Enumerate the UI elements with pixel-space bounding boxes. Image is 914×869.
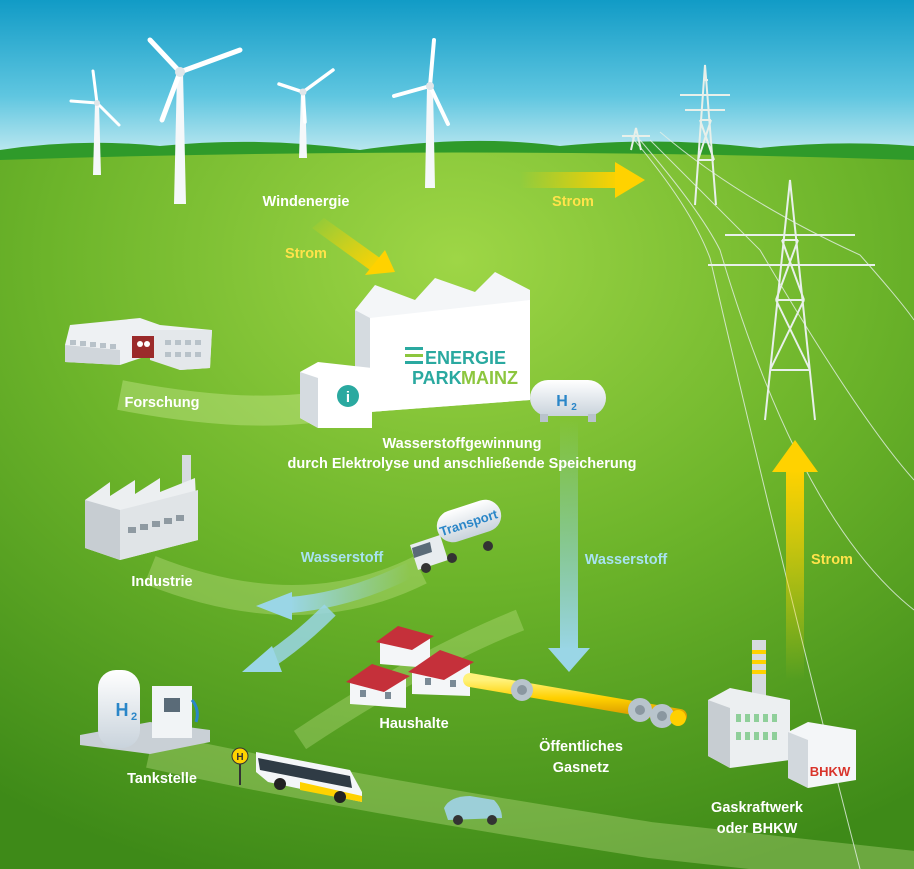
strom-arrow-to-park	[312, 218, 395, 275]
power-pylon-icon	[622, 64, 875, 421]
svg-text:BHKW: BHKW	[810, 764, 851, 779]
hydrogen-tank-icon: H 2	[530, 380, 606, 422]
strom-arrow-to-grid	[520, 162, 645, 198]
svg-text:2: 2	[571, 402, 577, 413]
wind-turbine-icon	[392, 38, 450, 188]
info-icon	[337, 385, 359, 407]
label-tankstelle: Tankstelle	[127, 771, 197, 787]
wasserstoff-arrow-down	[548, 420, 590, 672]
houses-icon	[346, 626, 474, 708]
road	[146, 732, 914, 869]
svg-text:H: H	[556, 393, 568, 410]
strom-label-grid: Strom	[552, 194, 594, 210]
fuel-station-icon: H 2	[80, 670, 210, 754]
label-windenergie: Windenergie	[263, 194, 350, 210]
logo-line1: ENERGIE	[425, 348, 506, 368]
strom-label-wind: Strom	[285, 246, 327, 262]
car-icon	[444, 796, 502, 825]
power-plant-icon: BHKW	[708, 640, 856, 788]
label-wasserstoffgewinnung-2: durch Elektrolyse und anschließende Spei…	[288, 456, 637, 472]
label-wasserstoffgewinnung-1: Wasserstoffgewinnung	[383, 436, 542, 452]
label-forschung: Forschung	[125, 395, 200, 411]
energiepark-building: ENERGIE PARK MAINZ i H 2	[300, 272, 606, 428]
label-kraftwerk-1: Gaskraftwerk	[711, 800, 804, 816]
wind-turbine-icon	[147, 37, 243, 204]
logo-line2-a: PARK	[412, 368, 462, 388]
sky	[0, 0, 914, 160]
svg-text:H: H	[236, 752, 243, 763]
energiepark-logo: ENERGIE PARK MAINZ	[405, 347, 518, 388]
research-building-icon	[65, 318, 212, 370]
label-haushalte: Haushalte	[379, 716, 448, 732]
label-kraftwerk-2: oder BHKW	[717, 821, 798, 837]
bus-stop-icon: H	[231, 747, 249, 785]
strom-arrow-up	[772, 440, 818, 680]
logo-line2-b: MAINZ	[461, 368, 518, 388]
wasserstoff-label-left: Wasserstoff	[301, 550, 384, 566]
svg-text:H: H	[116, 700, 129, 720]
factory-icon	[85, 455, 198, 560]
wind-turbine-icon	[277, 68, 335, 158]
svg-text:i: i	[346, 389, 350, 406]
wasserstoff-label-down: Wasserstoff	[585, 552, 668, 568]
label-gasnetz-2: Gasnetz	[553, 760, 609, 776]
gas-pipe-icon	[463, 673, 687, 728]
label-gasnetz-1: Öffentliches	[539, 738, 623, 755]
bus-icon	[256, 752, 362, 803]
svg-text:2: 2	[131, 711, 137, 723]
wind-turbine-icon	[69, 69, 121, 175]
wasserstoff-arrow-left	[242, 562, 414, 672]
label-industrie: Industrie	[131, 574, 192, 590]
strom-label-up: Strom	[811, 552, 853, 568]
